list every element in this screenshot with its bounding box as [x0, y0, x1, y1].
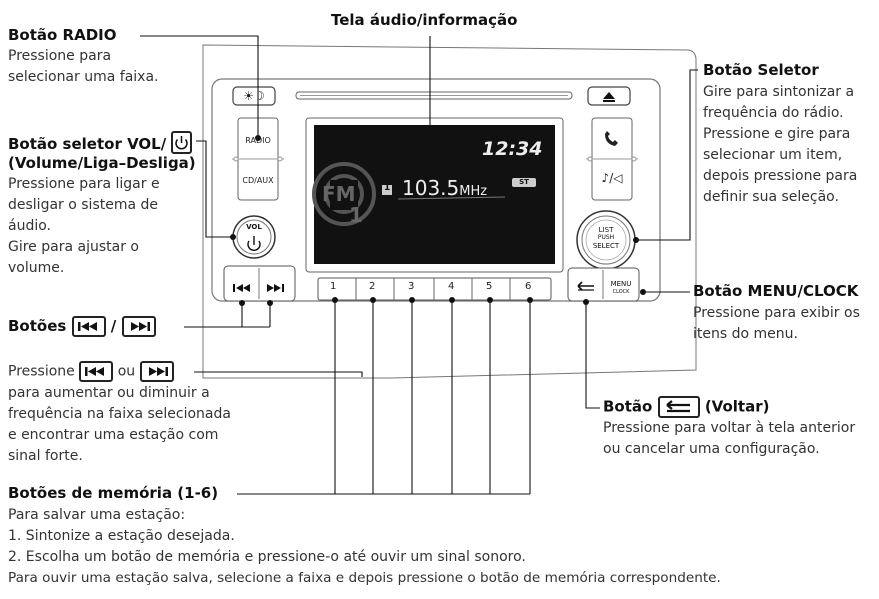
vol-desc-line: Pressione para ligar e — [8, 176, 160, 192]
seek-forward-button[interactable] — [267, 284, 284, 292]
skip-desc-line: e encontrar uma estação com — [8, 427, 219, 443]
skip-back-icon — [79, 361, 114, 382]
stereo-indicator: ST — [519, 178, 529, 186]
skip-forward-icon — [139, 361, 174, 382]
memory-desc-line: 1. Sintonize a estação desejada. — [8, 528, 235, 544]
back-button-desc: Pressione para voltar à tela anterior ou… — [603, 418, 855, 460]
menu-clock-button[interactable]: MENU CLOCK — [604, 280, 638, 296]
vol-desc-line: volume. — [8, 260, 65, 276]
preset-labels: 1 2 3 4 5 6 — [318, 281, 551, 299]
back-title-suffix: (Voltar) — [704, 397, 770, 416]
menu-desc-line: itens do menu. — [693, 326, 798, 342]
memory-desc-line: Para salvar uma estação: — [8, 507, 186, 523]
back-desc-line: Pressione para voltar à tela anterior — [603, 420, 856, 436]
selector-title: Botão Seletor — [703, 61, 819, 79]
back-button[interactable] — [577, 281, 594, 291]
selector-desc-line: selecionar um item, — [703, 147, 843, 163]
knob-push-label: PUSH — [597, 234, 615, 241]
preset-6-label[interactable]: 6 — [525, 281, 532, 292]
menu-clock-desc: Pressione para exibir os itens do menu. — [693, 303, 860, 345]
brightness-button[interactable]: ☀☽ — [232, 86, 276, 106]
svg-text:☀☽: ☀☽ — [243, 89, 265, 103]
menu-clock-title: Botão MENU/CLOCK — [693, 282, 859, 300]
preset-1-label[interactable]: 1 — [330, 281, 337, 292]
audio-source-icon[interactable]: ♪/◁ — [602, 171, 623, 185]
skip-desc-line: para aumentar ou diminuir a — [8, 385, 210, 401]
radio-button-desc: Pressione para selecionar uma faixa. — [8, 46, 158, 88]
memory-buttons-desc: Para salvar uma estação: 1. Sintonize a … — [8, 505, 721, 589]
radio-button[interactable]: RADIO — [245, 136, 271, 145]
knob-list-label: LIST — [598, 226, 614, 234]
frequency-unit: MHz — [459, 184, 488, 199]
skip-desc-or: ou — [117, 363, 136, 380]
vol-label: VOL — [246, 223, 262, 231]
select-knob[interactable] — [576, 210, 636, 270]
knob-select-label: SELECT — [592, 242, 620, 250]
back-desc-line: ou cancelar uma configuração. — [603, 441, 820, 457]
selector-desc-line: Pressione e gire para — [703, 126, 851, 142]
cd-aux-button[interactable]: CD/AUX — [242, 176, 274, 185]
skip-title-text: Botões — [8, 317, 67, 335]
preset-3-label[interactable]: 3 — [408, 281, 415, 292]
preset-buttons[interactable] — [317, 277, 552, 301]
menu-desc-line: Pressione para exibir os — [693, 305, 860, 321]
menu-label: MENU — [610, 280, 632, 288]
skip-back-icon — [71, 316, 106, 337]
skip-buttons-title: Botões / — [8, 316, 156, 337]
skip-desc-prefix: Pressione — [8, 363, 75, 380]
band-label: FM — [322, 182, 356, 206]
screen-title: Tela áudio/informação — [331, 11, 518, 29]
vol-desc-line: áudio. — [8, 218, 51, 234]
select-knob-labels: LIST PUSH SELECT — [588, 226, 624, 250]
selector-desc-line: depois pressione para — [703, 168, 858, 184]
skip-title-sep: / — [110, 317, 117, 335]
eject-button[interactable] — [587, 86, 631, 106]
band-sub-label: 1 — [349, 203, 363, 227]
vol-button-desc: Pressione para ligar e desligar o sistem… — [8, 174, 160, 279]
volume-knob[interactable] — [232, 215, 276, 259]
radio-desc-line: Pressione para — [8, 48, 112, 64]
skip-forward-icon — [121, 316, 156, 337]
phone-icon[interactable] — [605, 131, 618, 146]
leader-lines — [140, 35, 698, 495]
vol-title-text: Botão seletor VOL/ — [8, 135, 167, 153]
preset-4-label[interactable]: 4 — [448, 281, 455, 292]
preset-2-label[interactable]: 2 — [369, 281, 376, 292]
skip-buttons-desc: para aumentar ou diminuir a frequência n… — [8, 383, 231, 467]
cd-slot — [295, 91, 573, 100]
preset-5-label[interactable]: 5 — [486, 281, 493, 292]
audio-unit-body — [211, 78, 661, 302]
vol-button-subtitle: (Volume/Liga–Desliga) — [8, 154, 196, 172]
radio-desc-line: selecionar uma faixa. — [8, 69, 159, 85]
clock-sublabel: CLOCK — [612, 289, 630, 295]
preset-indicator: 1 — [384, 183, 391, 193]
memory-desc-line: Para ouvir uma estação salva, selecione … — [8, 570, 721, 586]
selector-desc-line: frequência do rádio. — [703, 105, 844, 121]
memory-buttons-title: Botões de memória (1-6) — [8, 484, 219, 502]
frequency-value: 103.5 — [402, 176, 460, 200]
back-arrow-icon — [657, 396, 700, 418]
vol-button-title: Botão seletor VOL/ — [8, 131, 193, 154]
skip-desc-line: sinal forte. — [8, 448, 83, 464]
memory-desc-line: 2. Escolha um botão de memória e pressio… — [8, 549, 526, 565]
skip-desc-line: frequência na faixa selecionada — [8, 406, 231, 422]
vol-desc-line: Gire para ajustar o — [8, 239, 139, 255]
selector-desc-line: Gire para sintonizar a — [703, 84, 855, 100]
selector-desc-line: definir sua seleção. — [703, 189, 839, 205]
selector-desc: Gire para sintonizar a frequência do rád… — [703, 82, 857, 208]
power-icon — [171, 131, 193, 154]
vol-desc-line: desligar o sistema de — [8, 197, 159, 213]
seek-back-button[interactable] — [233, 284, 250, 292]
back-title-text: Botão — [603, 397, 653, 416]
clock-display: 12:34 — [482, 138, 543, 160]
skip-buttons-desc-first: Pressione ou — [8, 361, 174, 383]
radio-button-title: Botão RADIO — [8, 26, 117, 44]
back-button-title: Botão (Voltar) — [603, 396, 769, 418]
svg-text:♪/◁: ♪/◁ — [602, 171, 623, 185]
frequency-display: 103.5MHz — [402, 176, 487, 200]
